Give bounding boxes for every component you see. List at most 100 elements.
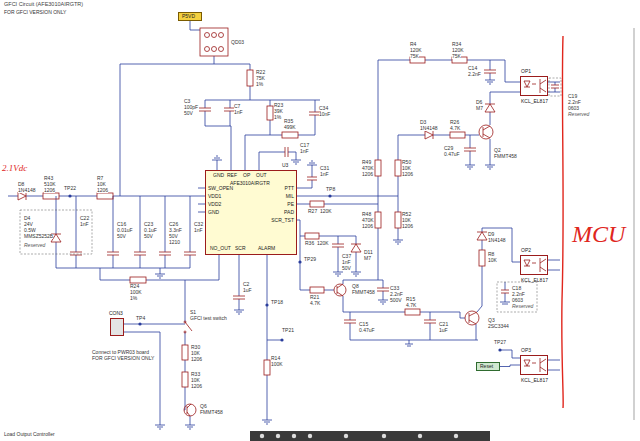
component-label: TP4: [136, 316, 145, 321]
component-label: D11: [364, 250, 373, 255]
component-label: 1N4148: [488, 238, 506, 243]
resistor-symbol: [43, 193, 59, 199]
component-label: R26: [450, 120, 459, 125]
wire: [378, 60, 520, 82]
component-label: Q2: [494, 148, 501, 153]
resistor-symbol: [97, 193, 113, 199]
test-point: [280, 338, 283, 341]
component-label: C2: [243, 282, 249, 287]
pin-label: PTT: [285, 186, 294, 191]
ground-symbol: [351, 272, 361, 276]
component-label: R43: [44, 176, 53, 181]
pin-label: SW_OPEN: [208, 186, 233, 191]
component-label: Reserved: [512, 304, 533, 309]
pin-label: PAD: [284, 210, 294, 215]
diode-symbol: [351, 244, 361, 252]
resistor-symbol: [43, 57, 485, 387]
component-label: D8: [18, 182, 24, 187]
component-label: MMSZ5252B: [24, 234, 53, 239]
pin-label: GND: [213, 173, 224, 178]
pin-label: VDD1: [208, 194, 221, 199]
pin-label: NO_OUT: [210, 246, 231, 251]
component-label: 75K: [256, 76, 265, 81]
component-label: TP18: [271, 300, 283, 305]
optocoupler-box: OP1KCL_EL817: [520, 76, 548, 96]
wire: [297, 220, 356, 290]
component-label: 0.47uF: [444, 152, 460, 157]
component-label: R14: [271, 356, 280, 361]
component-label: 0.5W: [24, 228, 36, 233]
component-label: 4.7K: [450, 126, 460, 131]
component-label: S1: [190, 310, 196, 315]
component-label: R48: [362, 212, 371, 217]
transistor-symbol: [187, 404, 191, 416]
diode-symbol: [477, 232, 487, 240]
diode-symbol: [18, 192, 26, 200]
component-label: TP29: [304, 257, 316, 262]
wire: [239, 255, 240, 310]
capacitor-symbol: [70, 252, 196, 255]
optocoupler-symbol: [524, 79, 546, 93]
component-label: TP21: [282, 328, 294, 333]
optocoupler-box: OP3KCL_EL817: [520, 355, 548, 375]
component-label: QD03: [231, 40, 244, 45]
component-label: R34: [452, 42, 461, 47]
resistor-symbol: [282, 132, 298, 138]
pin-label: MIL: [286, 194, 294, 199]
pin-label: KCL_EL817: [521, 278, 548, 283]
component-label: 50V: [169, 234, 178, 239]
resistor-symbol: [130, 277, 146, 283]
viewer-toolbar: [292, 434, 296, 438]
ground-symbol: [155, 80, 510, 429]
component-label: 1206: [44, 188, 55, 193]
connector-symbol: [219, 47, 224, 52]
pin-label: GND: [208, 210, 219, 215]
wire: [490, 92, 520, 165]
component-label: 50V: [184, 111, 193, 116]
pin-label: ALARM: [258, 246, 275, 251]
resistor-symbol: [310, 287, 324, 293]
viewer-toolbar: [308, 434, 312, 438]
resistor-symbol: [375, 212, 381, 228]
component-label: 1%: [130, 296, 137, 301]
ground-symbol: [393, 240, 403, 244]
resistor-symbol: [479, 250, 485, 266]
component-label: Load Output Controller: [4, 432, 55, 437]
transistor-symbol: [479, 125, 493, 139]
test-point: [68, 194, 501, 351]
component-label: 2.2nF: [390, 292, 403, 297]
component-label: FMMT458: [200, 410, 223, 415]
optocoupler-symbol: [524, 258, 546, 272]
pin-label: REF: [227, 173, 237, 178]
transistor-symbol: [334, 284, 346, 296]
component-label: FMMT458: [494, 154, 517, 159]
wire: [198, 188, 205, 212]
node-heading: OP2: [521, 248, 531, 253]
component-label: C33: [390, 286, 399, 291]
component-label: 1nF: [80, 222, 89, 227]
resistor-symbol: [182, 345, 188, 360]
component-label: 1206: [191, 357, 202, 362]
resistor-symbol: [405, 309, 420, 315]
viewer-toolbar: [276, 434, 280, 438]
component-label: FMMT458: [352, 290, 375, 295]
wire: [124, 324, 185, 425]
test-point: [68, 194, 71, 197]
component-label: 0603: [512, 298, 523, 303]
transistor-symbol: [465, 311, 479, 325]
ground-symbol: [291, 160, 301, 164]
connector-symbol: [205, 33, 210, 38]
component-label: 0.47uF: [359, 328, 375, 333]
component-label: 1210: [169, 240, 180, 245]
component-label: R30: [191, 345, 200, 350]
node-heading: Reset: [480, 364, 493, 369]
component-label: D4: [24, 216, 30, 221]
node-heading: OP1: [521, 69, 531, 74]
reserved-outline: [549, 78, 561, 96]
component-label: 0603: [568, 106, 579, 111]
component-label: 1206: [362, 224, 373, 229]
handwritten-mark: [562, 36, 563, 408]
connector-symbol: [219, 33, 224, 38]
reserved-outline: [20, 210, 92, 254]
resistor-symbol: [305, 233, 319, 239]
